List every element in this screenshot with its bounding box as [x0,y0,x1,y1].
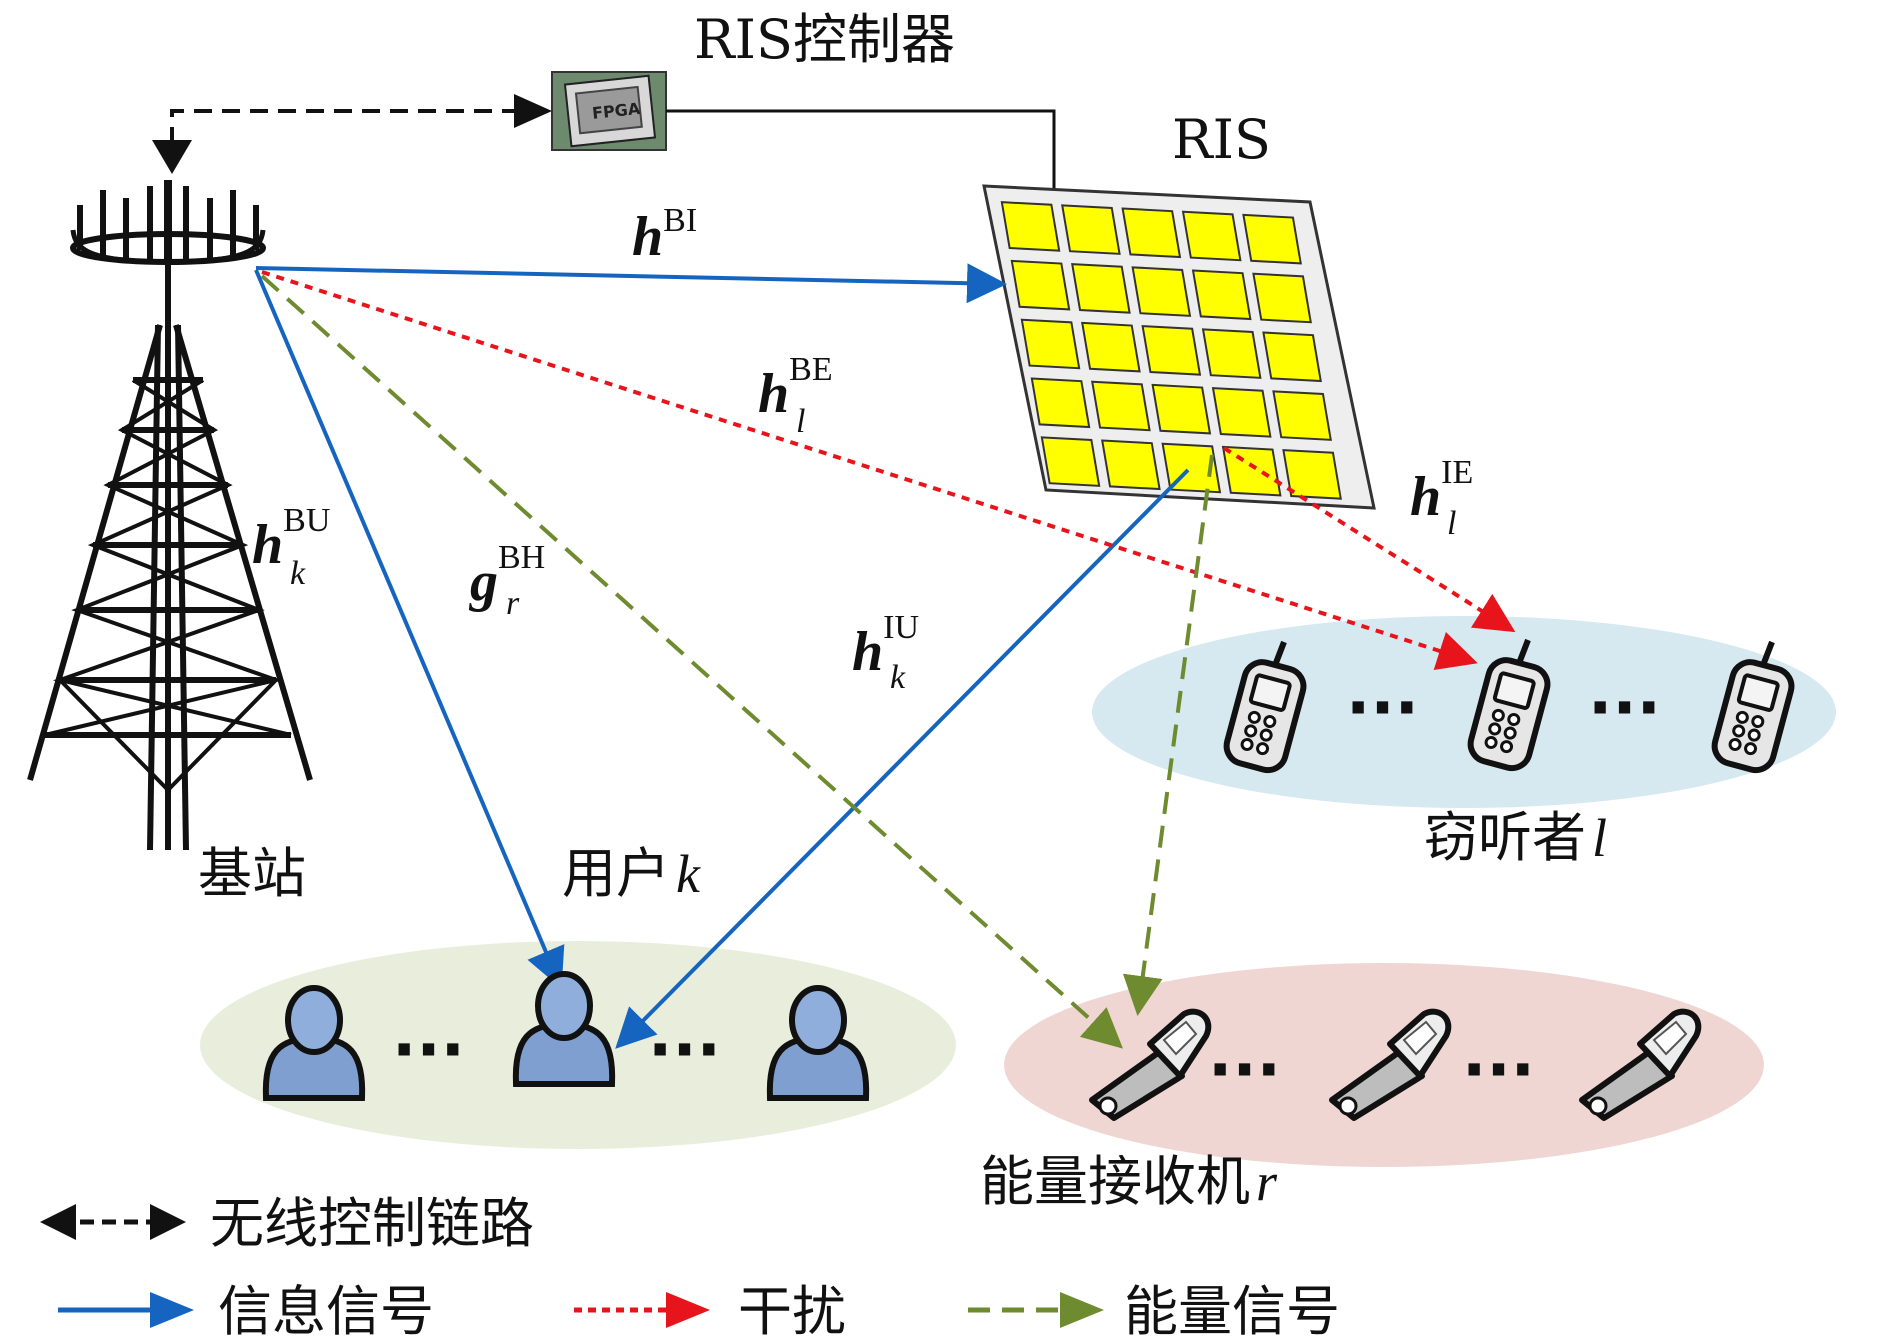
ris-cell-grid [1000,201,1342,500]
g-bh-energy-line [260,274,1123,1049]
ris-element [1010,259,1071,311]
ris-element [1221,445,1282,497]
legend-control-link: 无线控制链路 [40,1192,534,1255]
energy-receiver-dots-1: ··· [1208,1034,1281,1108]
ris-element [1081,321,1141,373]
user-dots-2: ··· [648,1014,721,1088]
ris-panel [982,184,1376,510]
ris-element [1201,328,1262,379]
legend-interference-label: 干扰 [738,1280,846,1339]
wireless-control-link [170,109,548,155]
legend-interference: 干扰 [574,1280,846,1343]
ris-element [1131,266,1192,317]
legend-info-signal-label: 信息信号 [218,1280,434,1339]
channel-label-h-bi: hBI [632,202,697,268]
h-be-interference-line [261,270,1478,671]
legend-control-link-label: 无线控制链路 [210,1192,534,1255]
ris-element [1242,213,1302,265]
energy-receiver-dots-2: ··· [1462,1034,1535,1108]
ris-element [1252,272,1312,324]
ris-controller-label: RIS控制器 [694,8,955,71]
base-station-icon [27,180,313,851]
controller-wire [666,109,1056,196]
ris-element [1151,383,1212,435]
ris-element [1211,387,1272,438]
ris-element [1061,204,1121,255]
ris-element [1000,201,1061,252]
ris-element [1071,263,1131,314]
ris-controller-chip: FPGA [551,71,667,151]
ris-element [1020,318,1081,370]
ris-element [1272,390,1332,441]
ris-element [1040,436,1101,487]
ris-element [1181,210,1242,262]
legend: 无线控制链路 信息信号 干扰 能量信号 [40,1192,1340,1343]
legend-energy-signal: 能量信号 [968,1280,1340,1343]
legend-info-signal: 信息信号 [58,1280,434,1343]
ris-element [1262,331,1322,383]
eavesdropper-dots-2: ··· [1588,672,1661,746]
ris-element [1141,325,1202,376]
ris-element [1091,380,1151,432]
chip-text: FPGA [591,99,642,123]
ris-element [1101,439,1161,491]
h-ie-interference-line [1222,446,1516,633]
legend-energy-signal-label: 能量信号 [1124,1280,1340,1339]
h-iu-signal-line [615,468,1190,1049]
base-station-label: 基站 [198,842,306,905]
h-bu-signal-line [254,269,565,989]
ris-element [1191,269,1252,321]
ris-element [1121,207,1182,259]
ris-label: RIS [1172,108,1271,171]
ris-element [1282,449,1342,500]
ris-element [1030,377,1091,429]
eavesdropper-dots-1: ··· [1346,672,1419,746]
h-bi-signal-line [255,263,1007,304]
ris-energy-line [1122,454,1214,1016]
user-dots-1: ··· [392,1014,465,1088]
